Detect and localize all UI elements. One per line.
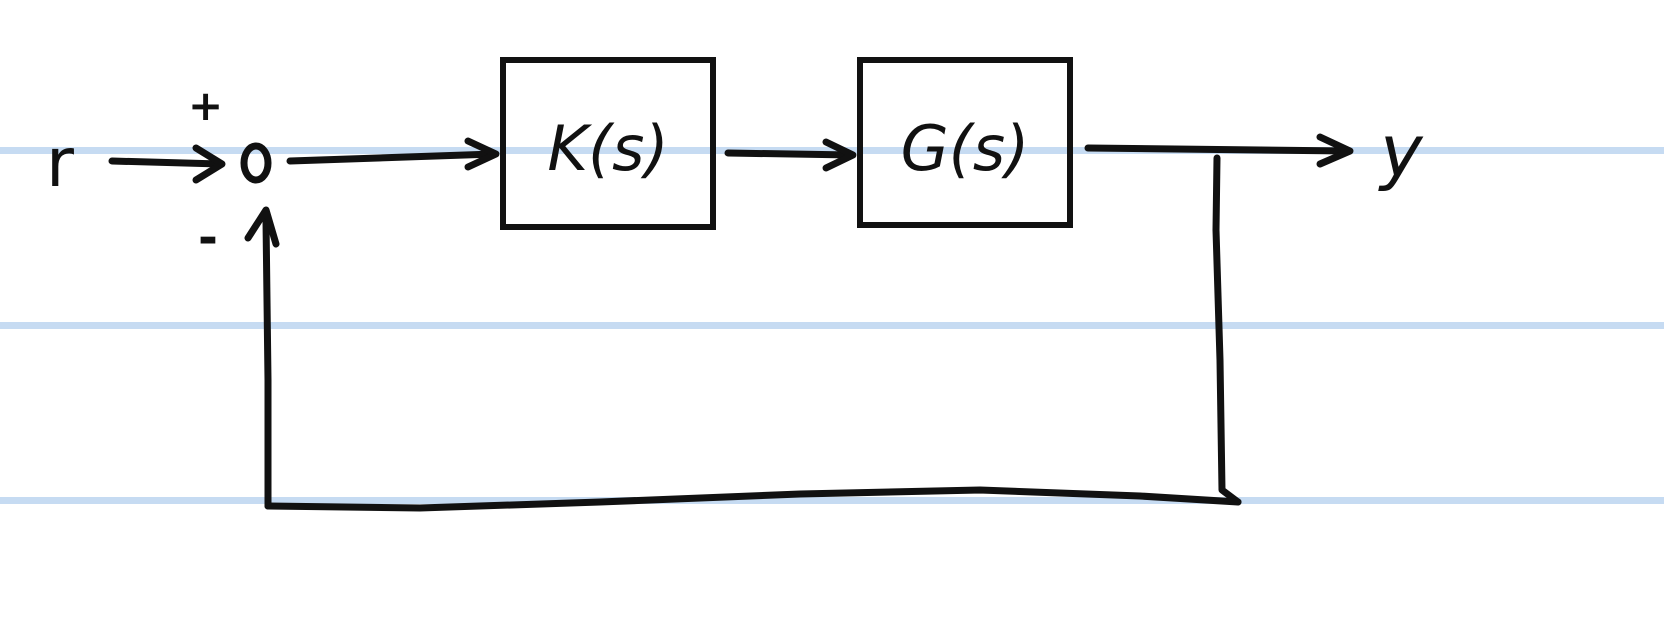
ruled-lines <box>0 147 1664 504</box>
controller-block: K(s) <box>500 57 716 230</box>
input-arrow <box>108 144 226 184</box>
sum-plus-sign: + <box>188 81 223 130</box>
controller-block-frame <box>500 57 716 230</box>
control-signal-arrow <box>724 138 857 172</box>
ruled-line <box>0 147 1664 154</box>
output-label: y <box>1378 109 1424 193</box>
controller-label: K(s) <box>547 112 668 185</box>
ruled-line <box>0 497 1664 504</box>
error-arrow <box>286 137 500 171</box>
plant-label: G(s) <box>901 112 1030 185</box>
input-label: r <box>46 124 74 203</box>
plant-block: G(s) <box>857 57 1073 228</box>
plant-block-frame <box>857 57 1073 228</box>
sum-minus-sign: - <box>198 210 218 266</box>
summing-junction <box>240 142 272 184</box>
output-arrow <box>1084 133 1354 168</box>
feedback-path <box>244 154 1242 512</box>
ruled-line <box>0 322 1664 329</box>
